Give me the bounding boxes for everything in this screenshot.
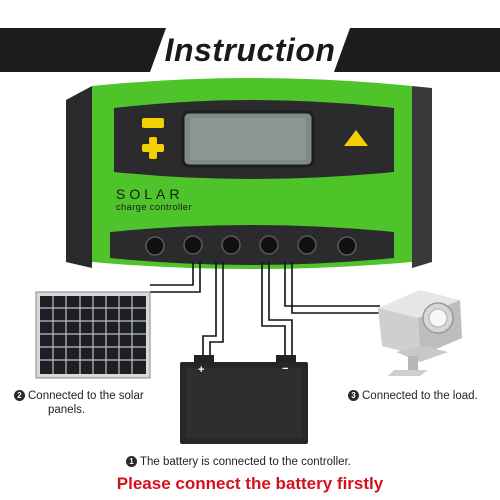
load-lamp [378,290,462,376]
page-title: Instruction [164,32,336,68]
controller-left-edge [66,86,92,268]
plus-icon [142,137,164,159]
title-plate [150,28,350,72]
terminal-screws [145,235,357,256]
controller-right-edge [412,86,432,268]
caption-battery-text: The battery is connected to the controll… [140,456,351,468]
caption-solar-number: 2 [14,390,25,401]
battery [180,355,308,444]
caption-solar-line1: Connected to the solar [28,390,144,402]
up-arrow-icon [344,130,368,146]
controller-subtitle: charge controller [116,202,192,213]
caption-load-number: 3 [348,390,359,401]
caption-load-text: Connected to the load. [362,390,478,402]
battery-positive-label: + [198,364,205,376]
minus-icon [142,118,164,128]
caption-solar-line2: panels. [48,404,86,416]
battery-negative-label: − [282,363,289,375]
terminal-panel [110,225,394,265]
controller-brand: SOLAR [116,186,184,202]
lcd-inner [190,118,306,160]
title-banner: Instruction [0,28,500,72]
caption-battery-number: 1 [126,456,137,467]
warning-text: Please connect the battery firstly [116,474,384,493]
solar-panel [35,291,151,379]
wires [150,262,380,360]
